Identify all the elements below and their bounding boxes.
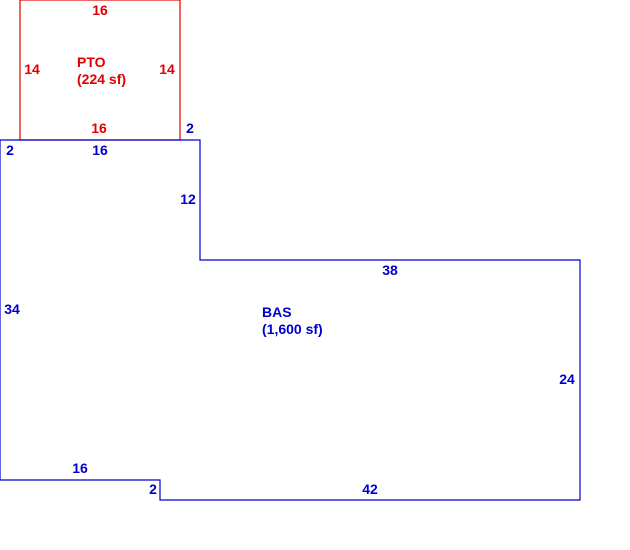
pto-outline [19,0,181,141]
bas-dim-step-horizontal: 38 [382,262,398,278]
pto-dim-bottom: 16 [91,120,107,136]
pto-dim-left: 14 [24,61,40,77]
bas-dim-top-offset-left: 2 [6,142,14,158]
bas-dim-bottom: 42 [362,481,378,497]
pto-area: 16 14 14 16 PTO (224 sf) [19,0,181,141]
pto-area-size: (224 sf) [77,71,126,87]
bas-dim-left: 34 [4,301,20,317]
bas-area: 2 2 16 12 38 34 24 16 2 42 BAS (1,600 sf… [0,120,581,501]
bas-dim-top-offset-right: 2 [186,120,194,136]
bas-dim-top: 16 [92,142,108,158]
bas-outline [0,139,581,501]
bas-area-size: (1,600 sf) [262,321,323,337]
bas-dim-bottom-step: 2 [149,481,157,497]
bas-dim-right: 24 [559,371,575,387]
bas-area-code: BAS [262,304,292,320]
bas-dim-step-vertical: 12 [180,191,196,207]
bas-dim-bottom-left: 16 [72,460,88,476]
pto-area-code: PTO [77,54,106,70]
pto-dim-top: 16 [92,2,108,18]
pto-dim-right: 14 [159,61,175,77]
